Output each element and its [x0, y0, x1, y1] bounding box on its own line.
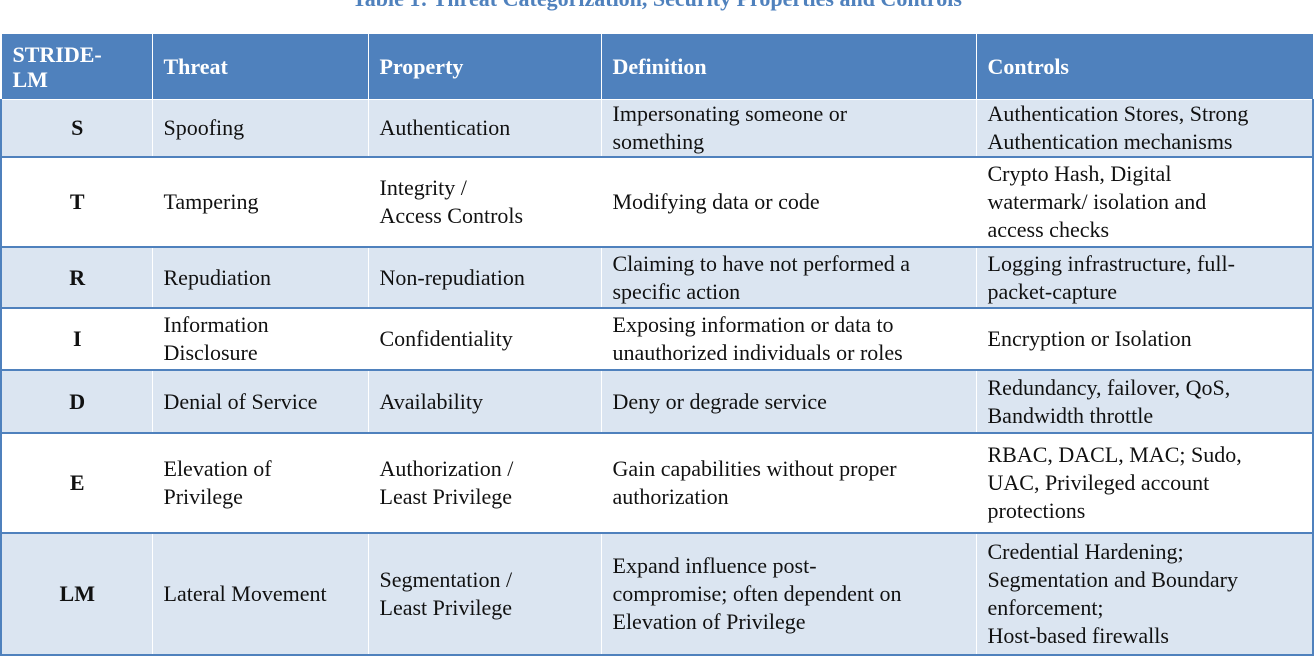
property-cell: Segmentation / Least Privilege [367, 532, 602, 656]
column-header-threat: Threat [151, 33, 369, 100]
threat-text: Spoofing [163, 115, 245, 140]
threat-cell: Denial of Service [151, 369, 369, 434]
stride-code-cell: I [0, 307, 153, 371]
stride-code-cell: R [0, 246, 153, 309]
property-text: Segmentation / Least Privilege [379, 567, 513, 620]
property-text: Integrity / Access Controls [379, 175, 524, 228]
column-header-definition: Definition [600, 33, 977, 100]
definition-text: Gain capabilities without proper authori… [612, 456, 897, 509]
definition-text: Deny or degrade service [612, 388, 827, 414]
definition-text: Exposing information or data to unauthor… [612, 312, 903, 365]
table-row: T Tampering Integrity / Access Controls … [0, 156, 1314, 248]
controls-cell: Crypto Hash, Digital watermark/ isolatio… [975, 156, 1314, 248]
column-header-label: STRIDE- LM [12, 41, 102, 92]
controls-text: Encryption or Isolation [987, 326, 1192, 351]
property-text: Confidentiality [379, 326, 513, 351]
definition-cell: Modifying data or code [600, 156, 977, 248]
threat-cell: Lateral Movement [151, 532, 369, 656]
stride-code-cell: D [0, 369, 153, 434]
definition-cell: Expand influence post- compromise; often… [600, 532, 977, 656]
threat-text: Tampering [163, 189, 259, 214]
threat-cell: Repudiation [151, 246, 369, 309]
threat-text: Information Disclosure [163, 312, 269, 365]
stride-code-cell: LM [0, 532, 153, 656]
stride-code-cell: E [0, 432, 153, 534]
property-cell: Availability [367, 369, 602, 434]
definition-cell: Claiming to have not performed a specifi… [600, 246, 977, 309]
property-text: Authorization / Least Privilege [379, 456, 514, 509]
controls-text: Redundancy, failover, QoS, Bandwidth thr… [987, 374, 1231, 428]
table-row: E Elevation of Privilege Authorization /… [0, 432, 1314, 534]
definition-text: Expand influence post- compromise; often… [612, 553, 902, 634]
controls-text: Authentication Stores, Strong Authentica… [987, 101, 1249, 154]
property-text: Authentication [379, 115, 511, 140]
stride-lm-table: STRIDE- LM Threat Property Definition Co… [0, 33, 1314, 656]
table-row: LM Lateral Movement Segmentation / Least… [0, 532, 1314, 656]
table-header-row: STRIDE- LM Threat Property Definition Co… [0, 33, 1314, 100]
property-cell: Confidentiality [367, 307, 602, 371]
stride-code-cell: T [0, 156, 153, 248]
property-cell: Authorization / Least Privilege [367, 432, 602, 534]
stride-code-cell: S [0, 99, 153, 158]
property-text: Non-repudiation [379, 264, 525, 290]
threat-cell: Tampering [151, 156, 369, 248]
threat-text: Denial of Service [163, 388, 318, 414]
controls-text: RBAC, DACL, MAC; Sudo, UAC, Privileged a… [987, 442, 1242, 523]
threat-text: Repudiation [163, 264, 272, 290]
threat-cell: Elevation of Privilege [151, 432, 369, 534]
property-text: Availability [379, 388, 483, 414]
controls-cell: Authentication Stores, Strong Authentica… [975, 99, 1314, 158]
definition-cell: Impersonating someone or something [600, 99, 977, 158]
table-caption: Table 1: Threat Categorization, Security… [0, 0, 1314, 12]
controls-cell: Redundancy, failover, QoS, Bandwidth thr… [975, 369, 1314, 434]
controls-cell: RBAC, DACL, MAC; Sudo, UAC, Privileged a… [975, 432, 1314, 534]
definition-text: Modifying data or code [612, 189, 820, 214]
definition-cell: Deny or degrade service [600, 369, 977, 434]
definition-text: Impersonating someone or something [612, 101, 848, 154]
column-header-stride-lm: STRIDE- LM [0, 33, 153, 100]
column-header-controls: Controls [975, 33, 1314, 100]
threat-cell: Information Disclosure [151, 307, 369, 371]
controls-cell: Logging infrastructure, full- packet-cap… [975, 246, 1314, 309]
table-row: R Repudiation Non-repudiation Claiming t… [0, 246, 1314, 309]
table-row: S Spoofing Authentication Impersonating … [0, 99, 1314, 158]
definition-cell: Exposing information or data to unauthor… [600, 307, 977, 371]
property-cell: Authentication [367, 99, 602, 158]
threat-text: Elevation of Privilege [163, 456, 272, 509]
controls-cell: Encryption or Isolation [975, 307, 1314, 371]
column-header-property: Property [367, 33, 602, 100]
threat-cell: Spoofing [151, 99, 369, 158]
definition-cell: Gain capabilities without proper authori… [600, 432, 977, 534]
property-cell: Integrity / Access Controls [367, 156, 602, 248]
table-row: D Denial of Service Availability Deny or… [0, 369, 1314, 434]
property-cell: Non-repudiation [367, 246, 602, 309]
threat-text: Lateral Movement [163, 581, 327, 606]
table-row: I Information Disclosure Confidentiality… [0, 307, 1314, 371]
controls-text: Crypto Hash, Digital watermark/ isolatio… [987, 161, 1207, 242]
controls-cell: Credential Hardening; Segmentation and B… [975, 532, 1314, 656]
controls-text: Credential Hardening; Segmentation and B… [987, 539, 1239, 648]
controls-text: Logging infrastructure, full- packet-cap… [987, 250, 1235, 304]
definition-text: Claiming to have not performed a specifi… [612, 250, 911, 304]
